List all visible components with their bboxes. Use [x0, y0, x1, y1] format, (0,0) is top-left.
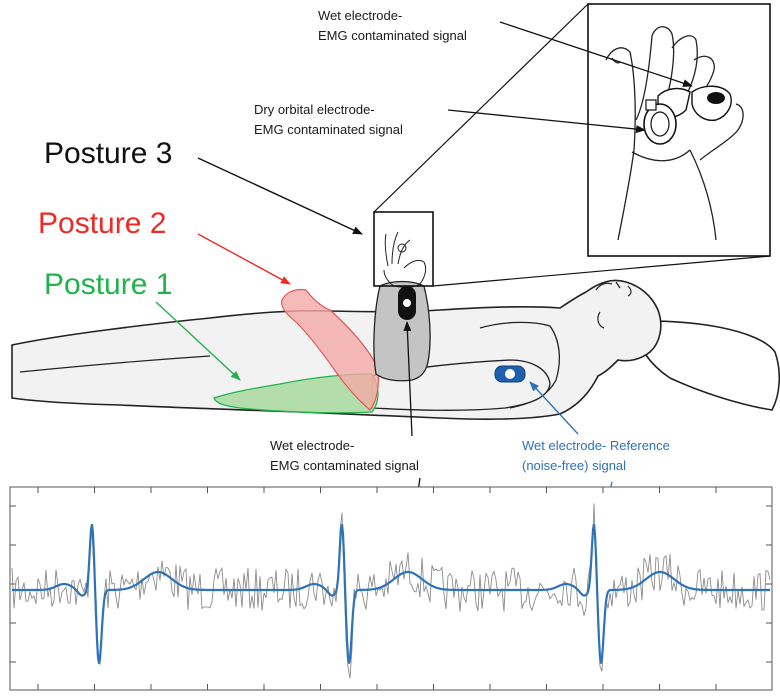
raised-hand-sketch: [383, 231, 427, 288]
dry-label-line2: EMG contaminated signal: [254, 122, 403, 137]
orbital-electrode-icon: [643, 87, 691, 145]
ref-label-line1: Wet electrode- Reference: [522, 438, 670, 453]
ref-label-line2: (noise-free) signal: [522, 458, 627, 473]
dry-electrode-label: Dry orbital electrode- EMG contaminated …: [254, 100, 403, 140]
zoom-detail-box: [587, 3, 771, 257]
arm-wet-label-line1: Wet electrode-: [270, 438, 355, 453]
zoom-wet-electrode-icon: [691, 85, 732, 121]
reference-electrode-label: Wet electrode- Reference (noise-free) si…: [522, 436, 670, 476]
zoom-wet-label-line2: EMG contaminated signal: [318, 28, 467, 43]
arrow-reference: [529, 381, 579, 435]
arrow-zoom-wet: [499, 21, 693, 87]
arm-wet-label-line2: EMG contaminated signal: [270, 458, 419, 473]
pillow: [631, 320, 780, 411]
posture1-label: Posture 1: [44, 268, 173, 301]
posture3-label: Posture 3: [44, 137, 173, 170]
arrow-posture2: [197, 233, 291, 285]
arrow-posture3: [197, 157, 363, 235]
posture1-arm: [213, 373, 379, 414]
arrow-posture1: [155, 301, 241, 381]
blue-wet-electrode-icon: [494, 365, 526, 383]
arrow-dry: [447, 109, 646, 134]
emg-contaminated-trace: [11, 503, 771, 679]
reference-ecg-trace: [12, 524, 770, 664]
posture2-label: Posture 2: [38, 207, 167, 240]
posture2-arm: [281, 288, 380, 411]
zoom-wet-label-line1: Wet electrode-: [318, 8, 403, 23]
zoom-source-box: [373, 211, 434, 287]
black-wet-electrode-icon: [398, 286, 416, 320]
signal-panel: [9, 486, 773, 691]
signal-frame: [9, 486, 773, 691]
signal-frame-ticks: [10, 487, 772, 690]
arm-wet-electrode-label: Wet electrode- EMG contaminated signal: [270, 436, 419, 476]
arrow-arm-electrode: [403, 321, 413, 437]
zoom-wet-label: Wet electrode- EMG contaminated signal: [318, 6, 467, 46]
dry-label-line1: Dry orbital electrode-: [254, 102, 375, 117]
